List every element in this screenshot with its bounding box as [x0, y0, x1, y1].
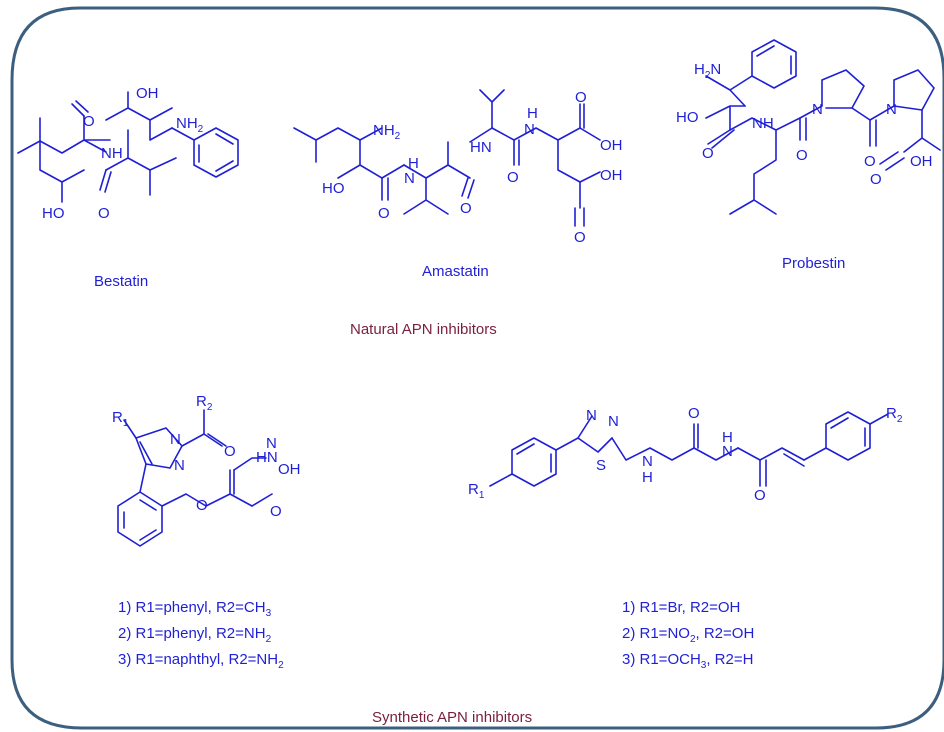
- probestin-ho-label: HO: [676, 109, 699, 126]
- thiadiazole-n3-label: N: [642, 453, 653, 470]
- probestin-n2-label: N: [886, 101, 897, 118]
- amastatin-o4-label: O: [575, 89, 587, 106]
- pyrazoline-hydroxamate-structure: R1 R2 N N O HN N OH O O: [112, 393, 301, 547]
- probestin-oh-label: OH: [910, 153, 933, 170]
- amastatin-nh2: NH2: [373, 122, 401, 142]
- probestin-h2n-label: H2N: [694, 61, 721, 81]
- probestin-nh-label: NH: [752, 115, 774, 132]
- natural-inhibitors-heading: Natural APN inhibitors: [350, 321, 497, 338]
- thiadiazole-r2-label: R2: [886, 405, 903, 425]
- right-variant-list: 1) R1=Br, R2=OH 2) R1=NO2, R2=OH 3) R1=O…: [622, 599, 754, 671]
- left-variant-list: 1) R1=phenyl, R2=CH3 2) R1=phenyl, R2=NH…: [118, 599, 284, 671]
- amastatin-n-label: N: [404, 170, 415, 187]
- amastatin-n2-label: N: [524, 121, 535, 138]
- right-variant-3: 3) R1=OCH3, R2=H: [622, 651, 753, 671]
- probestin-o3-label: O: [864, 153, 876, 170]
- probestin-n1-label: N: [812, 101, 823, 118]
- bestatin-structure: OH NH2 O NH HO O: [17, 85, 239, 222]
- amastatin-hn-label: HN: [470, 139, 492, 156]
- pyrazoline-n1-label: N: [170, 431, 181, 448]
- thiadiazole-h2-label: H: [722, 429, 733, 446]
- amastatin-oh2-label: OH: [600, 167, 623, 184]
- pyrazoline-r1-label: R1: [112, 409, 129, 429]
- pyrazoline-ether-o-label: O: [196, 497, 208, 514]
- left-variant-2: 2) R1=phenyl, R2=NH2: [118, 625, 272, 645]
- frame-border: [10, 6, 944, 730]
- thiadiazole-r1-label: R1: [468, 481, 485, 501]
- thiadiazole-n4-label: N: [722, 443, 733, 460]
- left-variant-3: 3) R1=naphthyl, R2=NH2: [118, 651, 284, 671]
- pyrazoline-o1-label: O: [224, 443, 236, 460]
- probestin-o2-label: O: [796, 147, 808, 164]
- amastatin-o5-label: O: [574, 229, 586, 246]
- amastatin-h2-label: H: [527, 105, 538, 122]
- bestatin-name: Bestatin: [94, 273, 148, 290]
- thiadiazole-n1-label: N: [586, 407, 597, 424]
- synthetic-inhibitors-heading: Synthetic APN inhibitors: [372, 709, 532, 726]
- amastatin-ho-label: HO: [322, 180, 345, 197]
- bestatin-acid-o-label: O: [98, 205, 110, 222]
- thiadiazole-s-label: S: [596, 457, 606, 474]
- pyrazoline-r2-label: R2: [196, 393, 213, 413]
- amastatin-o3-label: O: [507, 169, 519, 186]
- pyrazoline-oh-label: N: [266, 435, 277, 452]
- thiadiazole-o2-label: O: [754, 487, 766, 504]
- thiadiazole-n2-label: N: [608, 413, 619, 430]
- thiadiazole-cinnamamide-structure: R1 N N S N H O H N O R2: [468, 405, 903, 504]
- amastatin-oh1-label: OH: [600, 137, 623, 154]
- amastatin-structure: NH2 HO H N O O HN O H N O OH OH O: [293, 89, 623, 246]
- right-variant-2: 2) R1=NO2, R2=OH: [622, 625, 754, 645]
- amastatin-h-label: H: [408, 155, 419, 172]
- probestin-o-label: O: [702, 145, 714, 162]
- thiadiazole-o1-label: O: [688, 405, 700, 422]
- pyrazoline-hn-label: HN: [256, 449, 278, 466]
- pyrazoline-o2-label: O: [270, 503, 282, 520]
- bestatin-nh2-label: NH2: [176, 115, 204, 135]
- probestin-structure: H2N HO O NH O N O N O OH: [676, 39, 941, 215]
- left-variant-1: 1) R1=phenyl, R2=CH3: [118, 599, 272, 619]
- thiadiazole-h1-label: H: [642, 469, 653, 486]
- pyrazoline-oh2-label: OH: [278, 461, 301, 478]
- pyrazoline-n2-label: N: [174, 457, 185, 474]
- probestin-name: Probestin: [782, 255, 845, 272]
- bestatin-o-label: O: [83, 113, 95, 130]
- bestatin-oh-label: OH: [136, 85, 159, 102]
- probestin-o4-label: O: [870, 171, 882, 188]
- amastatin-name: Amastatin: [422, 263, 489, 280]
- amastatin-o2-label: O: [460, 200, 472, 217]
- bestatin-nh-label: NH: [101, 145, 123, 162]
- right-variant-1: 1) R1=Br, R2=OH: [622, 599, 740, 616]
- amastatin-o1-label: O: [378, 205, 390, 222]
- bestatin-ho-label: HO: [42, 205, 65, 222]
